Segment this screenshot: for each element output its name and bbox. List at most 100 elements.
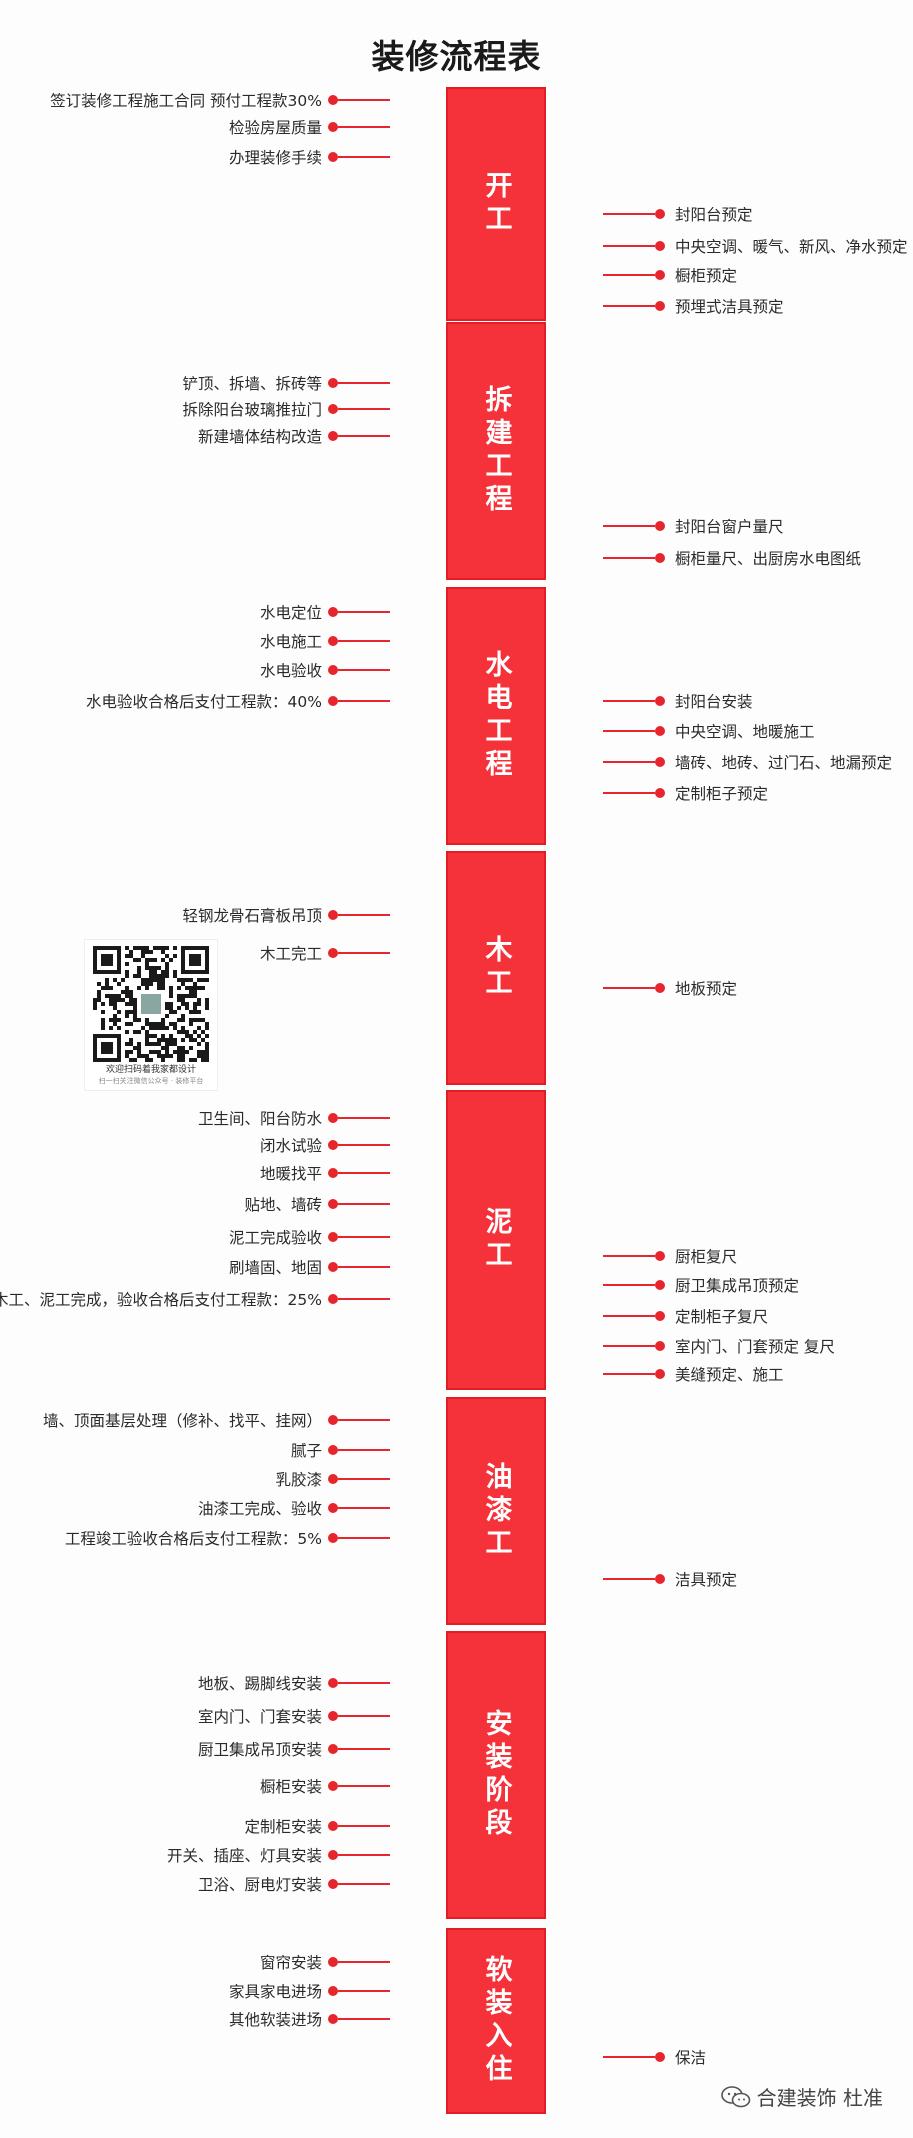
bullet-dot-icon: [655, 1574, 665, 1584]
bullet-dot-icon: [328, 1957, 338, 1967]
left-task-item: 铲顶、拆墙、拆砖等: [182, 371, 390, 395]
bullet-dot-icon: [655, 1311, 665, 1321]
bullet-dot-icon: [328, 2014, 338, 2024]
bullet-dot-icon: [655, 270, 665, 280]
bullet-dot-icon: [655, 983, 665, 993]
bullet-dot-icon: [328, 378, 338, 388]
task-text: 泥工完成验收: [228, 1229, 322, 1247]
task-text: 预埋式洁具预定: [675, 298, 784, 316]
bullet-dot-icon: [655, 2052, 665, 2062]
bullet-dot-icon: [328, 1850, 338, 1860]
right-task-item: 橱柜预定: [603, 263, 737, 287]
bullet-dot-icon: [328, 122, 338, 132]
bullet-dot-icon: [328, 1533, 338, 1543]
left-task-item: 乳胶漆: [275, 1467, 390, 1491]
bullet-dot-icon: [328, 1168, 338, 1178]
task-text: 油漆工完成、验收: [197, 1500, 322, 1518]
bullet-dot-icon: [328, 1503, 338, 1513]
bullet-dot-icon: [655, 241, 665, 251]
task-text: 橱柜预定: [675, 267, 738, 285]
connector-line: [338, 700, 390, 702]
bullet-dot-icon: [328, 1879, 338, 1889]
bullet-dot-icon: [328, 1199, 338, 1209]
connector-line: [603, 1373, 655, 1375]
right-task-item: 洁具预定: [603, 1567, 737, 1591]
bullet-dot-icon: [328, 431, 338, 441]
left-task-item: 拆除阳台玻璃推拉门: [182, 397, 390, 421]
page-title: 装修流程表: [371, 37, 542, 76]
left-task-item: 橱柜安装: [260, 1774, 390, 1798]
right-task-item: 封阳台安装: [603, 689, 753, 713]
bullet-dot-icon: [328, 1262, 338, 1272]
task-text: 木工、泥工完成，验收合格后支付工程款：25%: [0, 1291, 322, 1309]
left-task-item: 地板、踢脚线安装: [198, 1671, 390, 1695]
left-task-item: 水电施工: [260, 629, 390, 653]
bullet-dot-icon: [655, 696, 665, 706]
bullet-dot-icon: [328, 636, 338, 646]
bullet-dot-icon: [328, 1781, 338, 1791]
connector-line: [338, 156, 390, 158]
left-task-item: 室内门、门套安装: [198, 1704, 390, 1728]
right-task-item: 封阳台预定: [603, 202, 753, 226]
right-task-item: 橱柜量尺、出厨房水电图纸: [603, 546, 861, 570]
stage-label: 软装入住: [480, 1955, 512, 2087]
bullet-dot-icon: [655, 301, 665, 311]
connector-line: [338, 669, 390, 671]
right-task-item: 地板预定: [603, 976, 737, 1000]
right-task-item: 中央空调、暖气、新风、净水预定: [603, 234, 908, 258]
stage-label: 油漆工: [480, 1461, 512, 1561]
left-task-item: 窗帘安装: [260, 1950, 390, 1974]
stage-box: 安装阶段: [446, 1631, 546, 1919]
task-text: 其他软装进场: [228, 2011, 322, 2029]
stage-label: 安装阶段: [480, 1709, 512, 1841]
bullet-dot-icon: [655, 726, 665, 736]
right-task-item: 保洁: [603, 2045, 706, 2069]
connector-line: [603, 730, 655, 732]
connector-line: [338, 1298, 390, 1300]
task-text: 办理装修手续: [228, 149, 322, 167]
stage-label: 泥工: [480, 1207, 512, 1273]
bullet-dot-icon: [655, 521, 665, 531]
bullet-dot-icon: [655, 1280, 665, 1290]
connector-line: [338, 1785, 390, 1787]
bullet-dot-icon: [328, 696, 338, 706]
connector-line: [338, 1144, 390, 1146]
bullet-dot-icon: [328, 404, 338, 414]
task-text: 水电施工: [259, 633, 322, 651]
task-text: 地暖找平: [259, 1165, 322, 1183]
connector-line: [603, 305, 655, 307]
task-text: 厨柜复尺: [675, 1248, 738, 1266]
bullet-dot-icon: [655, 209, 665, 219]
right-task-item: 预埋式洁具预定: [603, 294, 784, 318]
connector-line: [338, 1748, 390, 1750]
task-text: 厨卫集成吊顶预定: [675, 1277, 800, 1295]
connector-line: [338, 1990, 390, 1992]
bullet-dot-icon: [328, 95, 338, 105]
connector-line: [603, 1284, 655, 1286]
connector-line: [603, 761, 655, 763]
connector-line: [338, 1715, 390, 1717]
bullet-dot-icon: [655, 553, 665, 563]
connector-line: [338, 1449, 390, 1451]
task-text: 室内门、门套安装: [197, 1708, 322, 1726]
connector-line: [338, 1682, 390, 1684]
task-text: 签订装修工程施工合同 预付工程款30%: [50, 92, 322, 110]
task-text: 定制柜子预定: [675, 785, 769, 803]
bullet-dot-icon: [328, 1711, 338, 1721]
connector-line: [603, 1315, 655, 1317]
connector-line: [603, 2056, 655, 2058]
left-task-item: 刷墙固、地固: [229, 1255, 390, 1279]
stage-label: 开工: [480, 171, 512, 237]
connector-line: [603, 987, 655, 989]
left-task-item: 油漆工完成、验收: [198, 1496, 390, 1520]
task-text: 封阳台预定: [675, 206, 753, 224]
task-text: 乳胶漆: [275, 1471, 322, 1489]
connector-line: [338, 1478, 390, 1480]
stage-label: 木工: [480, 935, 512, 1001]
bullet-dot-icon: [328, 152, 338, 162]
stage-label: 拆建工程: [480, 385, 512, 517]
task-text: 定制柜子复尺: [675, 1308, 769, 1326]
connector-line: [338, 382, 390, 384]
left-task-item: 水电验收合格后支付工程款：40%: [86, 689, 390, 713]
task-text: 卫生间、阳台防水: [197, 1110, 322, 1128]
